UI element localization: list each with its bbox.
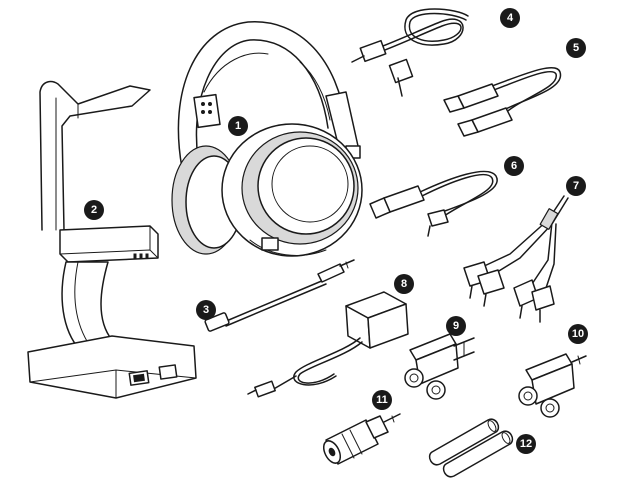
callout-badge-7: 7 xyxy=(566,176,586,196)
callout-badge-3: 3 xyxy=(196,300,216,320)
callout-label: 8 xyxy=(401,278,407,290)
microphone-illustration xyxy=(204,259,355,332)
callout-badge-12: 12 xyxy=(516,434,536,454)
callout-label: 11 xyxy=(376,394,388,406)
batteries-illustration xyxy=(428,418,514,478)
callout-label: 7 xyxy=(573,180,579,192)
callout-badge-6: 6 xyxy=(504,156,524,176)
callout-label: 2 xyxy=(91,204,97,216)
callout-label: 1 xyxy=(235,120,241,132)
audio-cable-illustration xyxy=(351,8,469,97)
callout-badge-11: 11 xyxy=(372,390,392,410)
callout-badge-10: 10 xyxy=(568,324,588,344)
callout-label: 4 xyxy=(507,12,514,24)
callout-label: 12 xyxy=(520,438,532,450)
callout-badge-2: 2 xyxy=(84,200,104,220)
usb-cable-illustration xyxy=(443,67,562,137)
jack-adapter-illustration xyxy=(322,413,401,465)
callout-label: 10 xyxy=(572,328,584,340)
callout-badge-8: 8 xyxy=(394,274,414,294)
headset-stand-illustration xyxy=(27,80,197,399)
callout-badge-1: 1 xyxy=(228,116,248,136)
callout-label: 9 xyxy=(453,320,459,332)
callout-badge-9: 9 xyxy=(446,316,466,336)
callout-label: 5 xyxy=(573,42,579,54)
headset-illustration xyxy=(171,21,363,257)
callout-badge-4: 4 xyxy=(500,8,520,28)
power-adapter-illustration xyxy=(247,291,409,398)
rca-cable-illustration xyxy=(463,195,569,323)
callout-label: 6 xyxy=(511,160,517,172)
callout-label: 3 xyxy=(203,304,209,316)
callout-badge-5: 5 xyxy=(566,38,586,58)
airplane-adapter-illustration xyxy=(404,333,475,400)
micro-usb-cable-illustration xyxy=(369,170,498,237)
dual-jack-adapter-illustration xyxy=(518,353,587,418)
